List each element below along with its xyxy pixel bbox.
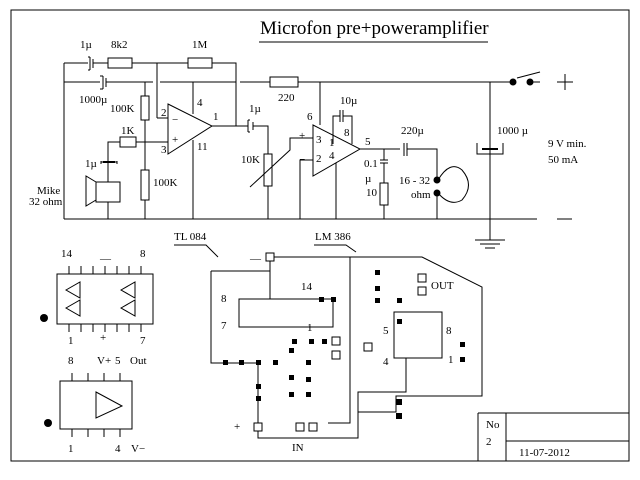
pin-label: 1 [68,335,74,347]
plus-sign: + [172,134,178,146]
pin-label: 3 [316,134,322,146]
pin-label: 1 [307,322,313,334]
pin-label: 3 [161,144,167,156]
label-c-1000u: 1000 µ [497,125,528,137]
pin-label: 8 [68,355,74,367]
label-c-coupling: 1µ [249,103,261,115]
speaker-icon [437,166,469,203]
poweramp-circuit: 1µ 220 10K 6 10µ 3 1 8 2 4 5 + − 220µ 0.… [240,71,587,249]
opamp-tl084 [167,103,214,155]
pin-label: V− [131,443,145,455]
label-c-01: 0.1 [364,158,378,170]
pin-label: 14 [61,248,73,260]
resistor-8k2 [107,57,133,69]
pin-label: V+ [97,355,111,367]
label-r-220: 220 [278,92,295,104]
label-tl084: TL 084 [174,231,207,243]
minus-sign: − [172,114,178,126]
tl084-footprint [238,298,334,328]
label-r-10: 10 [366,187,378,199]
ground-icon [475,239,505,249]
microphone-icon [85,175,97,207]
power-switch [516,71,541,79]
plus-sign: + [100,332,106,344]
label-r-100k-bottom: 100K [153,177,178,189]
label-pot-10k: 10K [241,154,260,166]
pin-label: 2 [161,107,167,119]
pin-label: 2 [316,153,322,165]
pin-label: 6 [307,111,313,123]
drawing-number: 2 [486,436,492,448]
pin-label: 1 [329,137,335,149]
label-in: IN [292,442,304,454]
pin-label: 8 [221,293,227,305]
resistor-1m [187,57,213,69]
tl084-pinout: 14 8 1 7 — + [40,248,154,347]
pad-minus [265,252,275,262]
opamp-lm386 [312,124,362,177]
pin-label: 4 [197,97,203,109]
label-r-100k-top: 100K [110,103,135,115]
drawing-date: 11-07-2012 [519,447,570,459]
pin-label: 8 [344,127,350,139]
label-c-in1: 1µ [80,39,92,51]
pot-wiper [249,137,313,188]
drawing-frame [10,9,630,462]
label-c-10u: 10µ [340,95,357,107]
preamp-circuit: 1µ 8k2 1M 1000µ 100K 1K 1µ 100K Mike 32 … [29,39,537,220]
label-supply-voltage: 9 V min. [548,138,587,150]
minus-sign: − [299,154,305,166]
pin-label: 7 [221,320,227,332]
label-r-8k2: 8k2 [111,39,128,51]
pin-label: 11 [197,141,208,153]
pin-label: 4 [115,443,121,455]
title-block: No 2 11-07-2012 [477,412,629,461]
resistor-100k-top [140,95,150,121]
pin-label: 7 [140,335,146,347]
resistor-1k [119,136,137,148]
label-r-1m: 1M [192,39,208,51]
label-speaker-ohm: 16 - 32 [399,175,430,187]
resistor-220 [269,76,299,88]
label-speaker-ohm-unit: ohm [411,189,431,201]
pin-label: 5 [383,325,389,337]
label-mike-ohm: 32 ohm [29,196,63,208]
label-out: OUT [431,280,454,292]
pin-label: 1 [448,354,454,366]
drawing-title: Microfon pre+poweramplifier [260,18,489,39]
label-lm386: LM 386 [315,231,351,243]
label-c-220u: 220µ [401,125,424,137]
plus-sign: + [234,421,240,433]
pin-label: 4 [383,356,389,368]
pin-label: 1 [213,111,219,123]
label-c-01-unit: µ [365,173,371,185]
pin-label: 8 [446,325,452,337]
label-c-mic: 1µ [85,158,97,170]
minus-sign: — [99,253,112,265]
label-c-1000: 1000µ [79,94,107,106]
lm386-footprint [393,311,443,359]
tl084-package [56,273,154,325]
label-no: No [486,419,500,431]
microphone-body [95,181,121,203]
pin-label: 4 [329,150,335,162]
pin-label: 8 [140,248,146,260]
pin-label: 1 [68,443,74,455]
lm386-pinout: 8 V+ 5 Out 1 4 V− [44,355,147,455]
board-layout: TL 084 LM 386 8 7 [174,231,483,454]
minus-sign: — [249,253,262,265]
plus-sign: + [299,130,305,142]
pin-label: Out [130,355,147,367]
label-r-1k: 1K [121,125,135,137]
pin-label: 5 [365,136,371,148]
supply-plus [557,74,573,90]
pin-label: 14 [301,281,313,293]
resistor-10-ohm [379,182,389,206]
resistor-100k-bottom [140,169,150,201]
label-supply-current: 50 mA [548,154,578,166]
pin-label: 5 [115,355,121,367]
label-mike: Mike [37,185,60,197]
